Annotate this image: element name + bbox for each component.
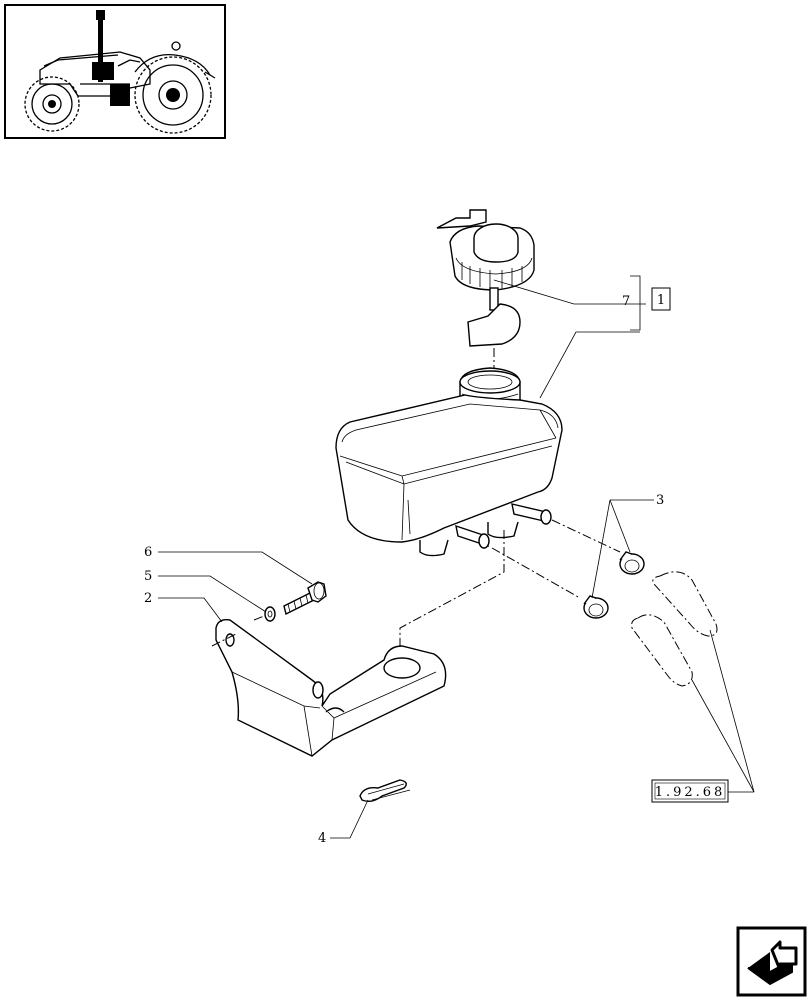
callout-1: 1 (657, 293, 665, 308)
screw (283, 581, 327, 616)
hose (631, 571, 718, 687)
bracket (211, 615, 447, 757)
tractor-thumbnail-icon[interactable] (4, 4, 226, 139)
callout-3: 3 (656, 493, 664, 508)
hose-clip (583, 595, 609, 619)
callout-2: 2 (144, 591, 152, 606)
next-page-arrow-icon[interactable] (736, 926, 807, 997)
callout-6: 6 (144, 545, 152, 560)
reservoir-cap (436, 209, 535, 347)
hose-clip (619, 551, 645, 575)
brake-fluid-reservoir (335, 367, 563, 557)
reference-box[interactable]: 1.92.68 (651, 779, 729, 803)
leader-lines (158, 275, 755, 839)
cotter-pin (359, 779, 411, 803)
reference-box-label: 1.92.68 (655, 785, 726, 800)
callout-7: 7 (622, 294, 630, 309)
callout-5: 5 (144, 569, 152, 584)
washer (264, 606, 276, 622)
callout-4: 4 (318, 831, 326, 846)
callout-1-box: 1 (651, 287, 671, 311)
